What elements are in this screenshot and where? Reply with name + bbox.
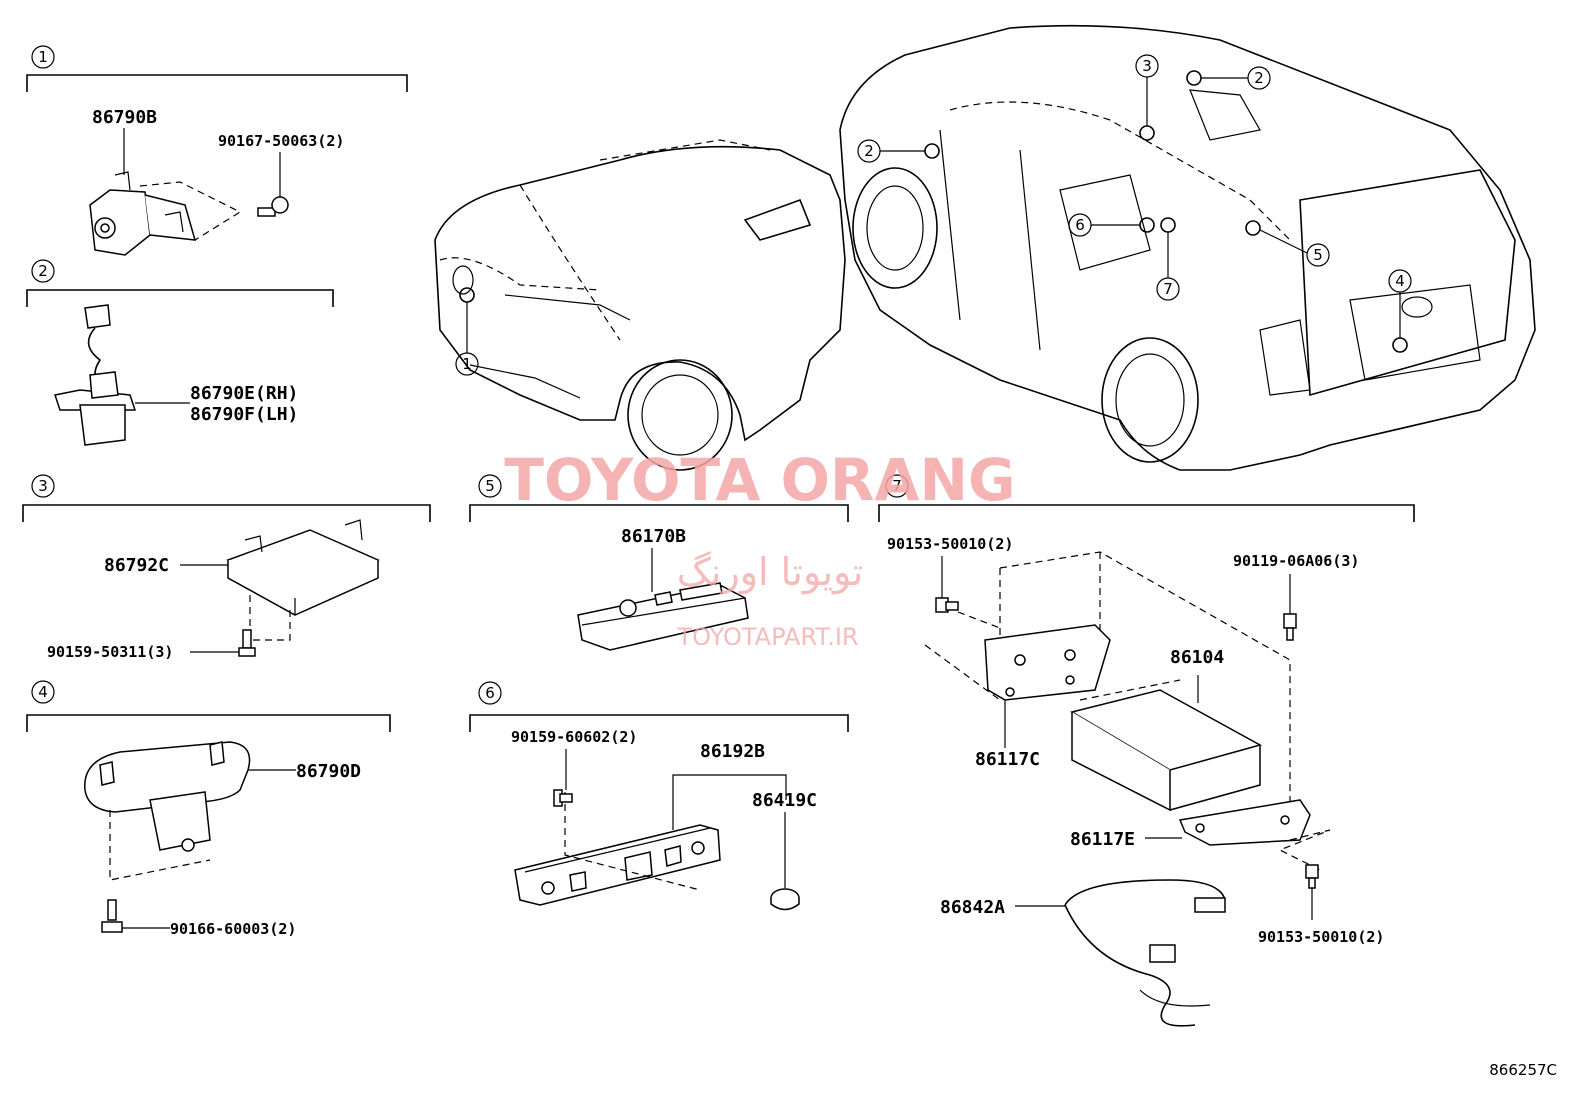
rear-marker-dot-4	[1392, 337, 1408, 353]
watermark-persian: تویوتا اورنگ	[677, 550, 864, 595]
part-label-90159-50311: 90159-50311(3)	[47, 643, 173, 661]
part-label-90153-50010-top: 90153-50010(2)	[887, 535, 1013, 553]
part-label-90153-50010-bottom: 90153-50010(2)	[1258, 928, 1384, 946]
watermark-brand: TOYOTA ORANG	[504, 446, 1015, 514]
group-1: 1 86790B 90167-50063(2)	[26, 45, 408, 256]
part-label-86117C: 86117C	[975, 749, 1040, 770]
group-2-number: 2	[38, 262, 48, 280]
rear-marker-dot-6	[1139, 217, 1155, 233]
diagram-code: 866257C	[1489, 1061, 1557, 1079]
plug-part	[770, 888, 800, 911]
part-label-86104: 86104	[1170, 647, 1224, 668]
side-camera-part	[54, 304, 137, 446]
rear-marker-2-left: 2	[864, 142, 874, 160]
group-7-badge	[885, 474, 909, 498]
dash-guide	[564, 792, 701, 891]
group-5: 5 86170B	[469, 474, 849, 651]
dash-guide	[924, 644, 1181, 701]
watermark: TOYOTA ORANG تویوتا اورنگ TOYOTAPART.IR	[504, 446, 1015, 651]
front-marker-dot	[459, 287, 475, 303]
part-label-90167-50063: 90167-50063(2)	[218, 132, 344, 150]
part-label-86192B: 86192B	[700, 741, 765, 762]
group-5-number: 5	[485, 477, 495, 495]
rear-marker-dot-2a	[924, 143, 940, 159]
front-marker-1: 1	[462, 355, 472, 373]
watermark-site: TOYOTAPART.IR	[676, 623, 858, 651]
part-label-86790E: 86790E(RH)	[190, 383, 298, 404]
part-label-86842A: 86842A	[940, 897, 1005, 918]
part-label-86790B: 86790B	[92, 107, 157, 128]
part-label-86790F: 86790F(LH)	[190, 404, 298, 425]
ecu-module-part	[226, 519, 380, 616]
group-5-bracket	[469, 504, 849, 522]
part-label-86170B: 86170B	[621, 526, 686, 547]
group-2: 2 86790E(RH) 86790F(LH)	[26, 259, 334, 446]
rear-vehicle-view: 2 2 3 4 5 6 7	[839, 24, 1536, 471]
bolt-part	[257, 196, 289, 217]
screw-part	[1283, 613, 1297, 641]
switch-panel-part	[514, 824, 721, 906]
part-label-90119-06A06: 90119-06A06(3)	[1233, 552, 1359, 570]
rear-marker-6: 6	[1075, 216, 1085, 234]
tuner-module-part	[1070, 689, 1262, 812]
mounting-bracket-part	[984, 624, 1111, 701]
rear-marker-7: 7	[1163, 280, 1173, 298]
group-3-bracket	[22, 504, 431, 522]
wire-harness-part	[1064, 879, 1226, 1027]
part-label-86792C: 86792C	[104, 555, 169, 576]
group-6-bracket	[469, 714, 849, 732]
rear-camera-part	[84, 741, 251, 852]
group-4-number: 4	[38, 683, 48, 701]
group-5-badge	[478, 474, 502, 498]
group-6-number: 6	[485, 684, 495, 702]
dash-guide	[999, 551, 1291, 830]
rear-marker-2-right: 2	[1254, 69, 1264, 87]
part-label-86419C: 86419C	[752, 790, 817, 811]
screw-part	[238, 629, 256, 657]
group-1-bracket	[26, 74, 408, 92]
group-3-badge	[31, 474, 55, 498]
part-label-86790D: 86790D	[296, 761, 361, 782]
screw-part	[553, 789, 573, 807]
dash-guide	[139, 181, 242, 241]
group-6-badge	[478, 681, 502, 705]
group-2-badge	[31, 259, 55, 283]
group-4-bracket	[26, 714, 391, 732]
rear-marker-3: 3	[1142, 57, 1152, 75]
screw-part	[1305, 864, 1319, 889]
group-1-number: 1	[38, 48, 48, 66]
dash-guide	[957, 611, 1001, 629]
lower-bracket-part	[1178, 799, 1311, 846]
group-3-number: 3	[38, 477, 48, 495]
part-label-86117E: 86117E	[1070, 829, 1135, 850]
part-label-90166-60003: 90166-60003(2)	[170, 920, 296, 938]
screw-part	[935, 597, 959, 613]
front-vehicle-view: 1	[434, 139, 846, 471]
group-1-badge	[31, 45, 55, 69]
group-2-bracket	[26, 289, 334, 307]
group-4: 4 86790D 90166-60003(2)	[26, 680, 391, 938]
back-camera-part	[89, 171, 197, 256]
rear-marker-dot-2b	[1186, 70, 1202, 86]
rear-marker-dot-3	[1139, 125, 1155, 141]
group-7: 7 90153-50010(2) 90119-06A06(3) 86117C	[878, 474, 1415, 1027]
screw-part	[101, 899, 123, 933]
dash-guide	[109, 810, 211, 881]
group-3: 3 86792C 90159-50311(3)	[22, 474, 431, 661]
group-4-badge	[31, 680, 55, 704]
rear-marker-dot-5	[1245, 220, 1261, 236]
part-label-90159-60602: 90159-60602(2)	[511, 728, 637, 746]
rear-marker-4: 4	[1395, 272, 1405, 290]
remote-controller-part	[577, 582, 749, 651]
rear-marker-dot-7	[1160, 217, 1176, 233]
rear-marker-5: 5	[1313, 246, 1323, 264]
dash-guide	[999, 552, 1101, 635]
dash-guide	[249, 595, 291, 641]
group-7-bracket	[878, 504, 1415, 522]
leader-86192B	[672, 774, 787, 830]
group-6: 6 90159-60602(2) 86192B 86419C	[469, 681, 849, 911]
group-7-number: 7	[892, 477, 902, 495]
